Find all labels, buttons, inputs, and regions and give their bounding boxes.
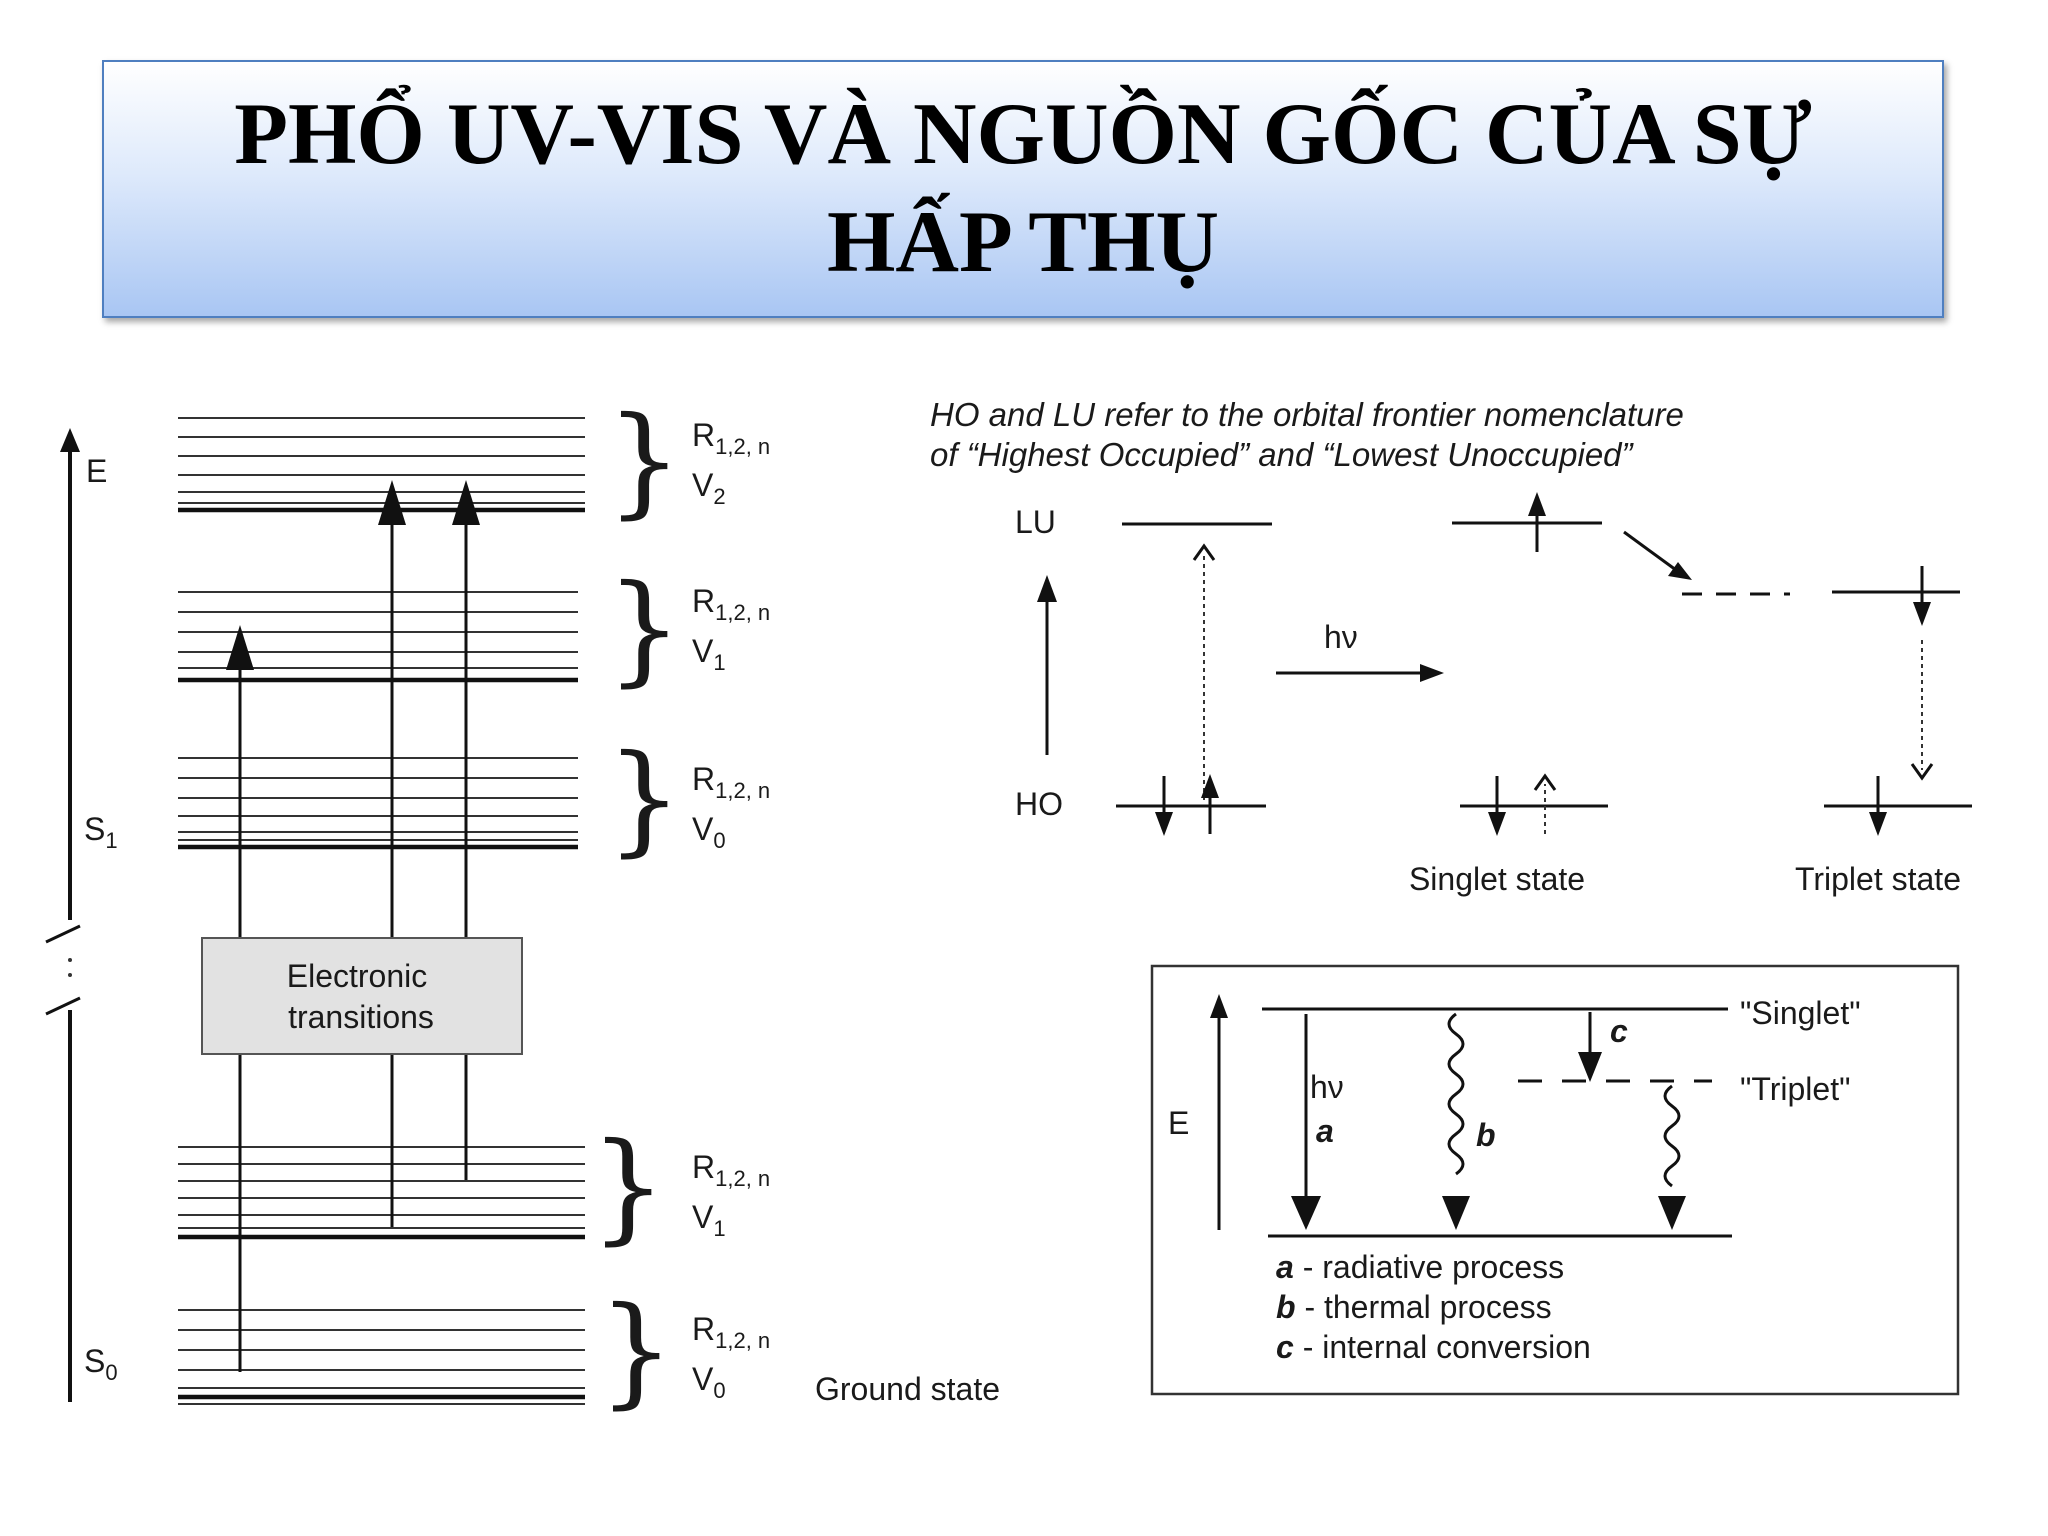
ground-state-label: Ground state bbox=[815, 1371, 1000, 1407]
triplet-state-label: Triplet state bbox=[1795, 861, 1961, 897]
legend-internal-conversion: c - internal conversion bbox=[1276, 1329, 1591, 1365]
lu-label: LU bbox=[1015, 504, 1056, 540]
triplet-label: "Triplet" bbox=[1740, 1071, 1850, 1107]
transition-arrowhead-3 bbox=[452, 480, 480, 525]
svg-text:V2: V2 bbox=[692, 467, 726, 509]
radiative-photon-label: hν bbox=[1310, 1069, 1344, 1105]
letter-c: c bbox=[1610, 1013, 1628, 1049]
intersystem-crossing-arrow bbox=[1623, 530, 1677, 572]
brace-s1-v0: } bbox=[606, 730, 682, 869]
energy-axis-label: E bbox=[86, 453, 107, 489]
svg-text:V0: V0 bbox=[692, 1361, 726, 1403]
triplet-relaxation-wavy-arrow bbox=[1663, 1084, 1681, 1188]
brace-s1-v1: } bbox=[606, 560, 682, 699]
title-banner: PHỔ UV-VIS VÀ NGUỒN GỐC CỦA SỰ HẤP THỤ bbox=[102, 60, 1944, 318]
level-group-s0-v0 bbox=[178, 1309, 585, 1405]
level-group-s1-v0 bbox=[178, 757, 578, 850]
brace-s0-v1: } bbox=[590, 1118, 666, 1257]
singlet-label: "Singlet" bbox=[1740, 995, 1861, 1031]
letter-b: b bbox=[1476, 1117, 1496, 1153]
transition-arrowhead-1 bbox=[226, 625, 254, 670]
level-group-s1-v1 bbox=[178, 591, 578, 683]
band-label-s0-v0: R1,2, n V0 bbox=[692, 1311, 770, 1403]
transition-arrowhead-2 bbox=[378, 480, 406, 525]
band-label-s1-v0: R1,2, n V0 bbox=[692, 761, 770, 853]
singlet-state-label: Singlet state bbox=[1409, 861, 1585, 897]
electronic-transitions-box bbox=[201, 937, 523, 1055]
svg-text:R1,2, n: R1,2, n bbox=[692, 417, 770, 459]
brace-s1-v2: } bbox=[606, 392, 682, 531]
svg-text:R1,2, n: R1,2, n bbox=[692, 1149, 770, 1191]
slide-title: PHỔ UV-VIS VÀ NGUỒN GỐC CỦA SỰ HẤP THỤ bbox=[234, 86, 1812, 291]
legend-thermal: b - thermal process bbox=[1276, 1289, 1552, 1325]
caption-line-2: of “Highest Occupied” and “Lowest Unoccu… bbox=[930, 436, 1635, 473]
svg-text:R1,2, n: R1,2, n bbox=[692, 761, 770, 803]
state-label-s0: S0 bbox=[84, 1343, 118, 1385]
svg-text:V1: V1 bbox=[692, 1199, 726, 1241]
state-label-s1: S1 bbox=[84, 811, 118, 853]
letter-a: a bbox=[1316, 1113, 1334, 1149]
legend-radiative: a - radiative process bbox=[1276, 1249, 1564, 1285]
box-label-line1: Electronic bbox=[287, 958, 428, 994]
svg-text:V1: V1 bbox=[692, 633, 726, 675]
svg-text:R1,2, n: R1,2, n bbox=[692, 1311, 770, 1353]
left-energy-diagram: E S1 S0 bbox=[45, 392, 1000, 1421]
relaxation-processes-box: E "Singlet" "Triplet" hν a b c a - radia… bbox=[1150, 964, 1960, 1396]
box-label-line2: transitions bbox=[288, 999, 434, 1035]
level-group-s0-v1 bbox=[178, 1146, 585, 1240]
caption-line-1: HO and LU refer to the orbital frontier … bbox=[930, 396, 1684, 433]
svg-text:V0: V0 bbox=[692, 811, 726, 853]
band-label-s1-v1: R1,2, n V1 bbox=[692, 583, 770, 675]
band-label-s0-v1: R1,2, n V1 bbox=[692, 1149, 770, 1241]
brace-s0-v0: } bbox=[598, 1282, 674, 1421]
level-group-s1-v2 bbox=[178, 417, 585, 513]
svg-text:R1,2, n: R1,2, n bbox=[692, 583, 770, 625]
energy-axis-arrowhead bbox=[60, 428, 80, 452]
thermal-wavy-arrow bbox=[1447, 1012, 1465, 1176]
ho-label: HO bbox=[1015, 786, 1063, 822]
axis-break-marks bbox=[45, 924, 81, 1016]
photon-label: hν bbox=[1324, 619, 1358, 655]
homo-lumo-diagram: HO and LU refer to the orbital frontier … bbox=[930, 396, 1972, 897]
band-label-s1-v2: R1,2, n V2 bbox=[692, 417, 770, 509]
relaxation-frame bbox=[1150, 964, 1960, 1396]
box-energy-label: E bbox=[1168, 1105, 1189, 1141]
